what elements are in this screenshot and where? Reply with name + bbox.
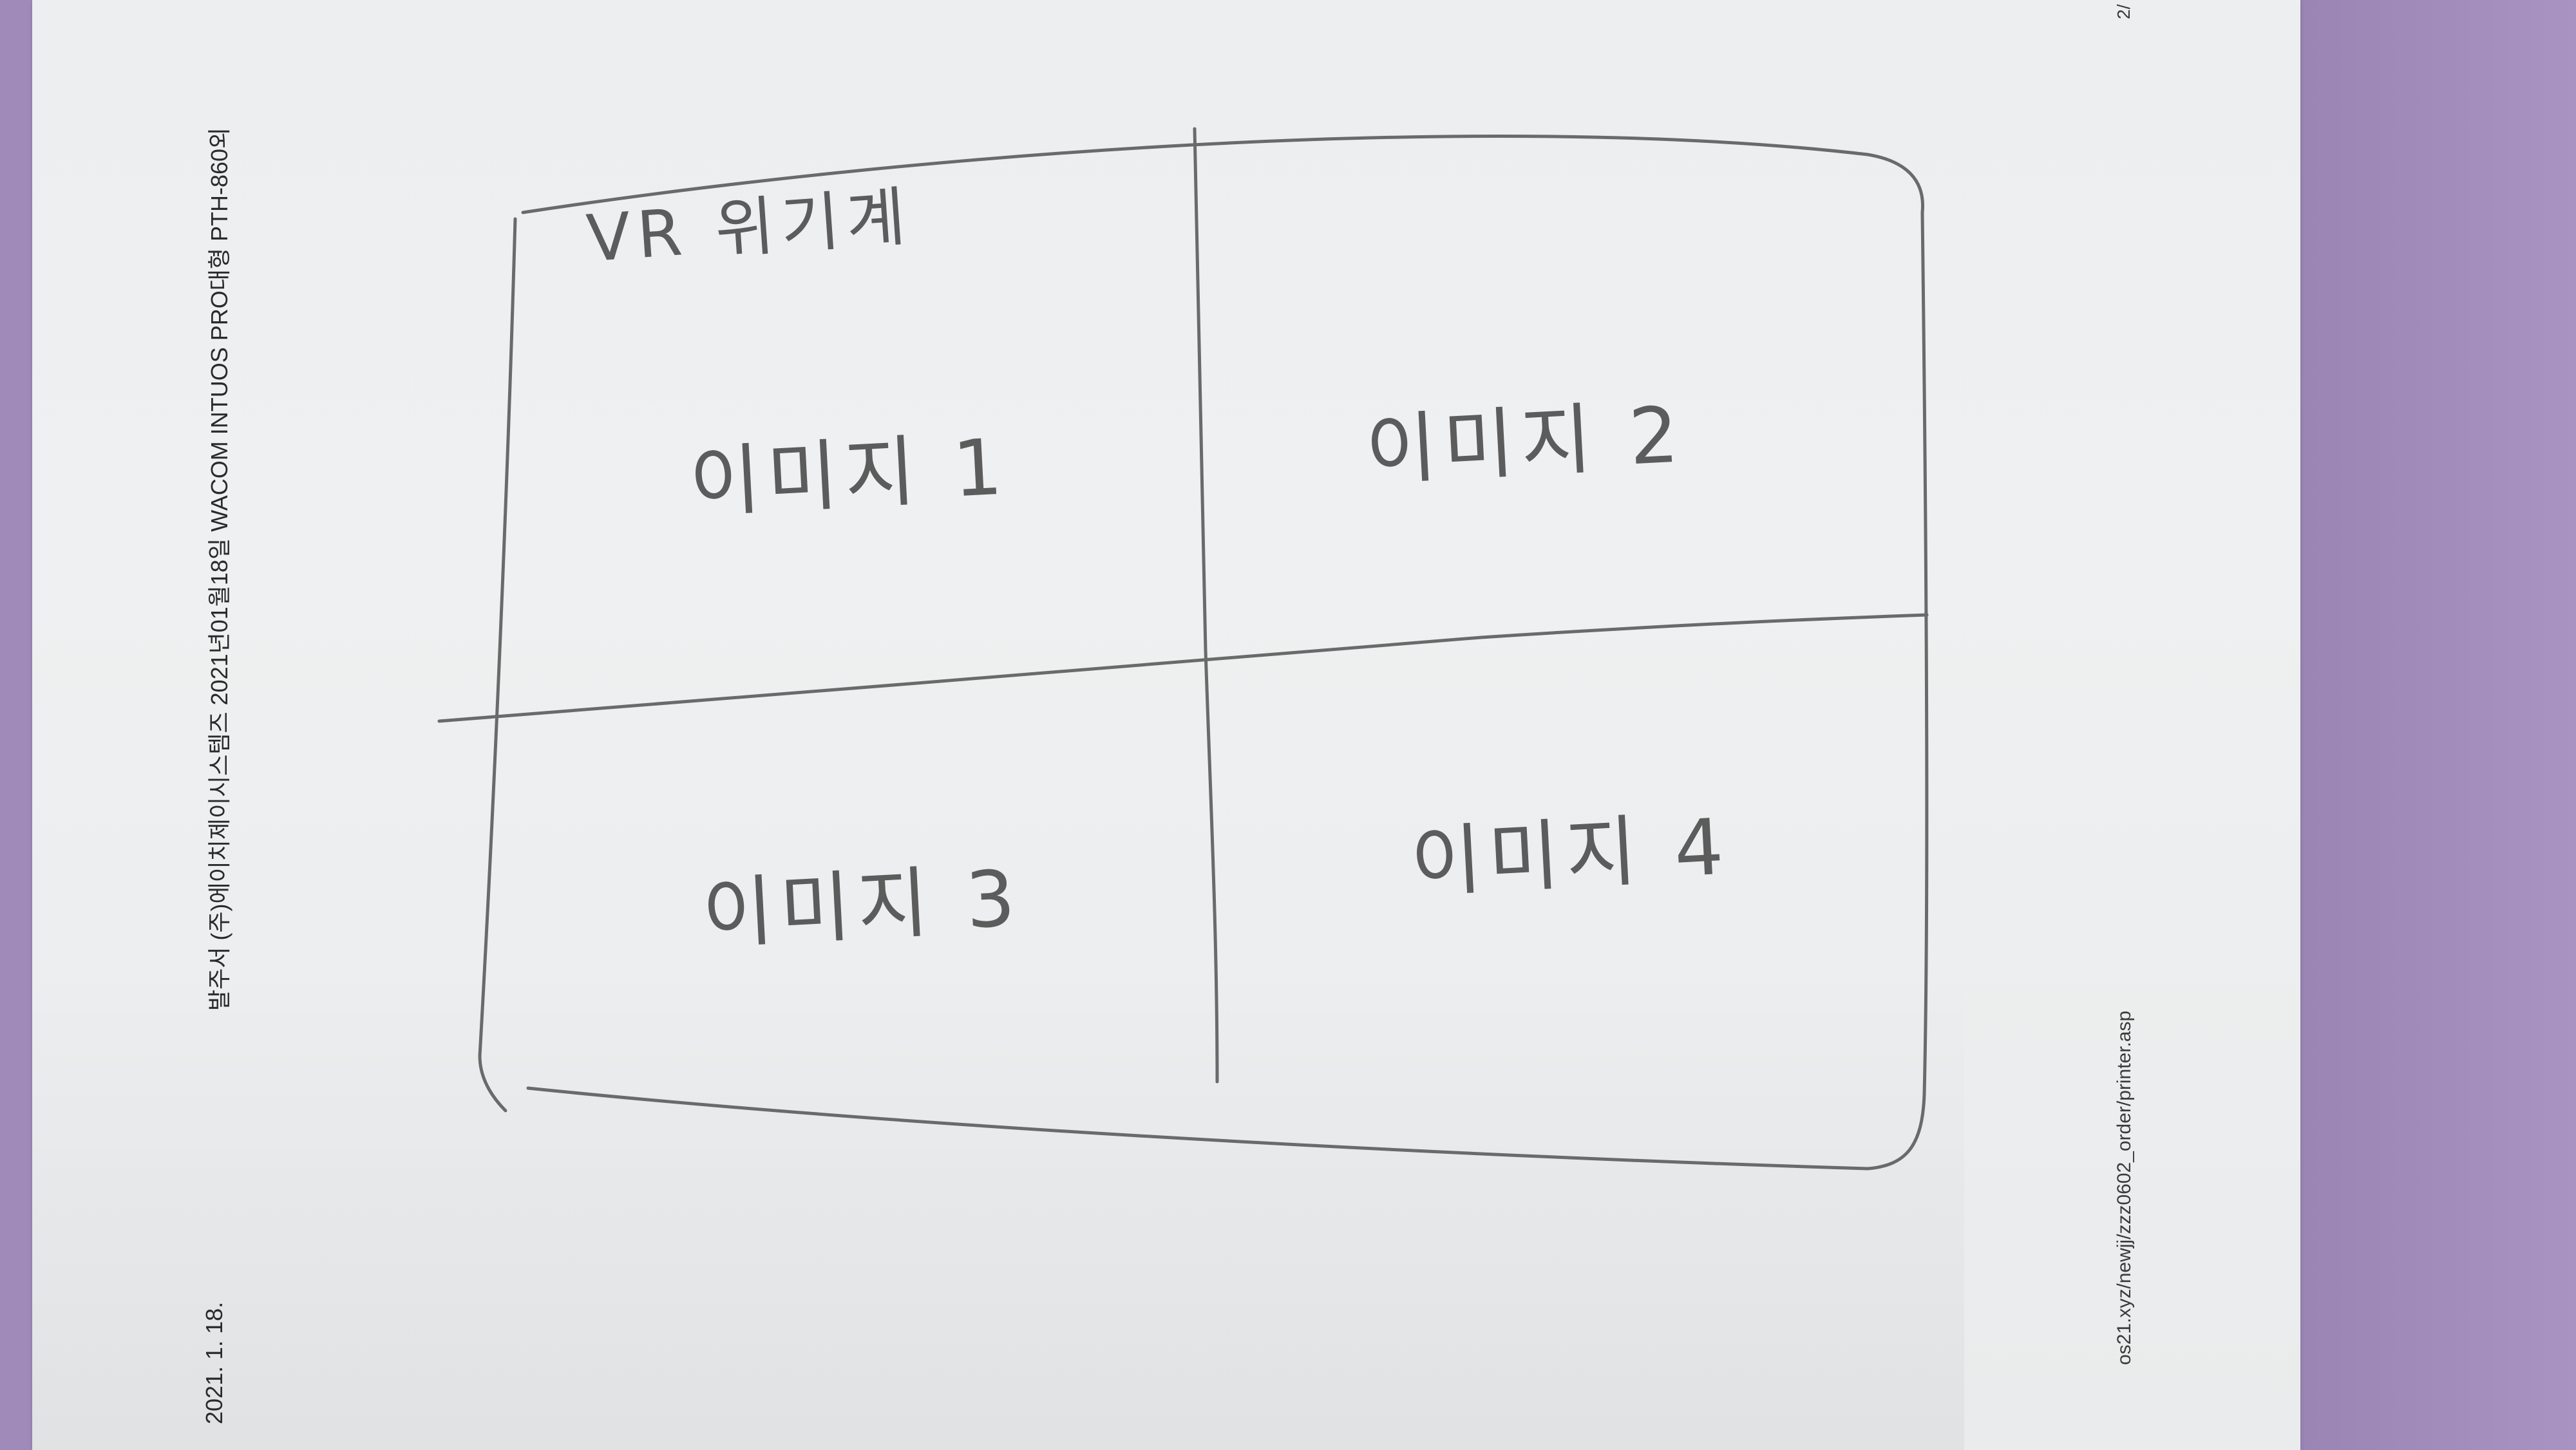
purple-background <box>2293 0 2576 1450</box>
sketch-cell-4-label: 이미지 4 <box>1408 802 1732 909</box>
sketch-cell-3-label: 이미지 3 <box>700 854 1024 960</box>
sketch-divider-vertical <box>1193 127 1219 1084</box>
sketch-divider-horizontal <box>437 613 1929 723</box>
sketch-frame-right <box>1866 211 1929 1171</box>
sketch-frame-bottom <box>526 1086 1870 1171</box>
sketch-frame-left <box>478 217 517 1113</box>
paper-shadow <box>32 966 1964 1450</box>
sketch-cell-2-label: 이미지 2 <box>1363 390 1687 496</box>
sketch-frame-top <box>521 134 1925 214</box>
sketch-cell-1-label: 이미지 1 <box>687 422 1011 529</box>
